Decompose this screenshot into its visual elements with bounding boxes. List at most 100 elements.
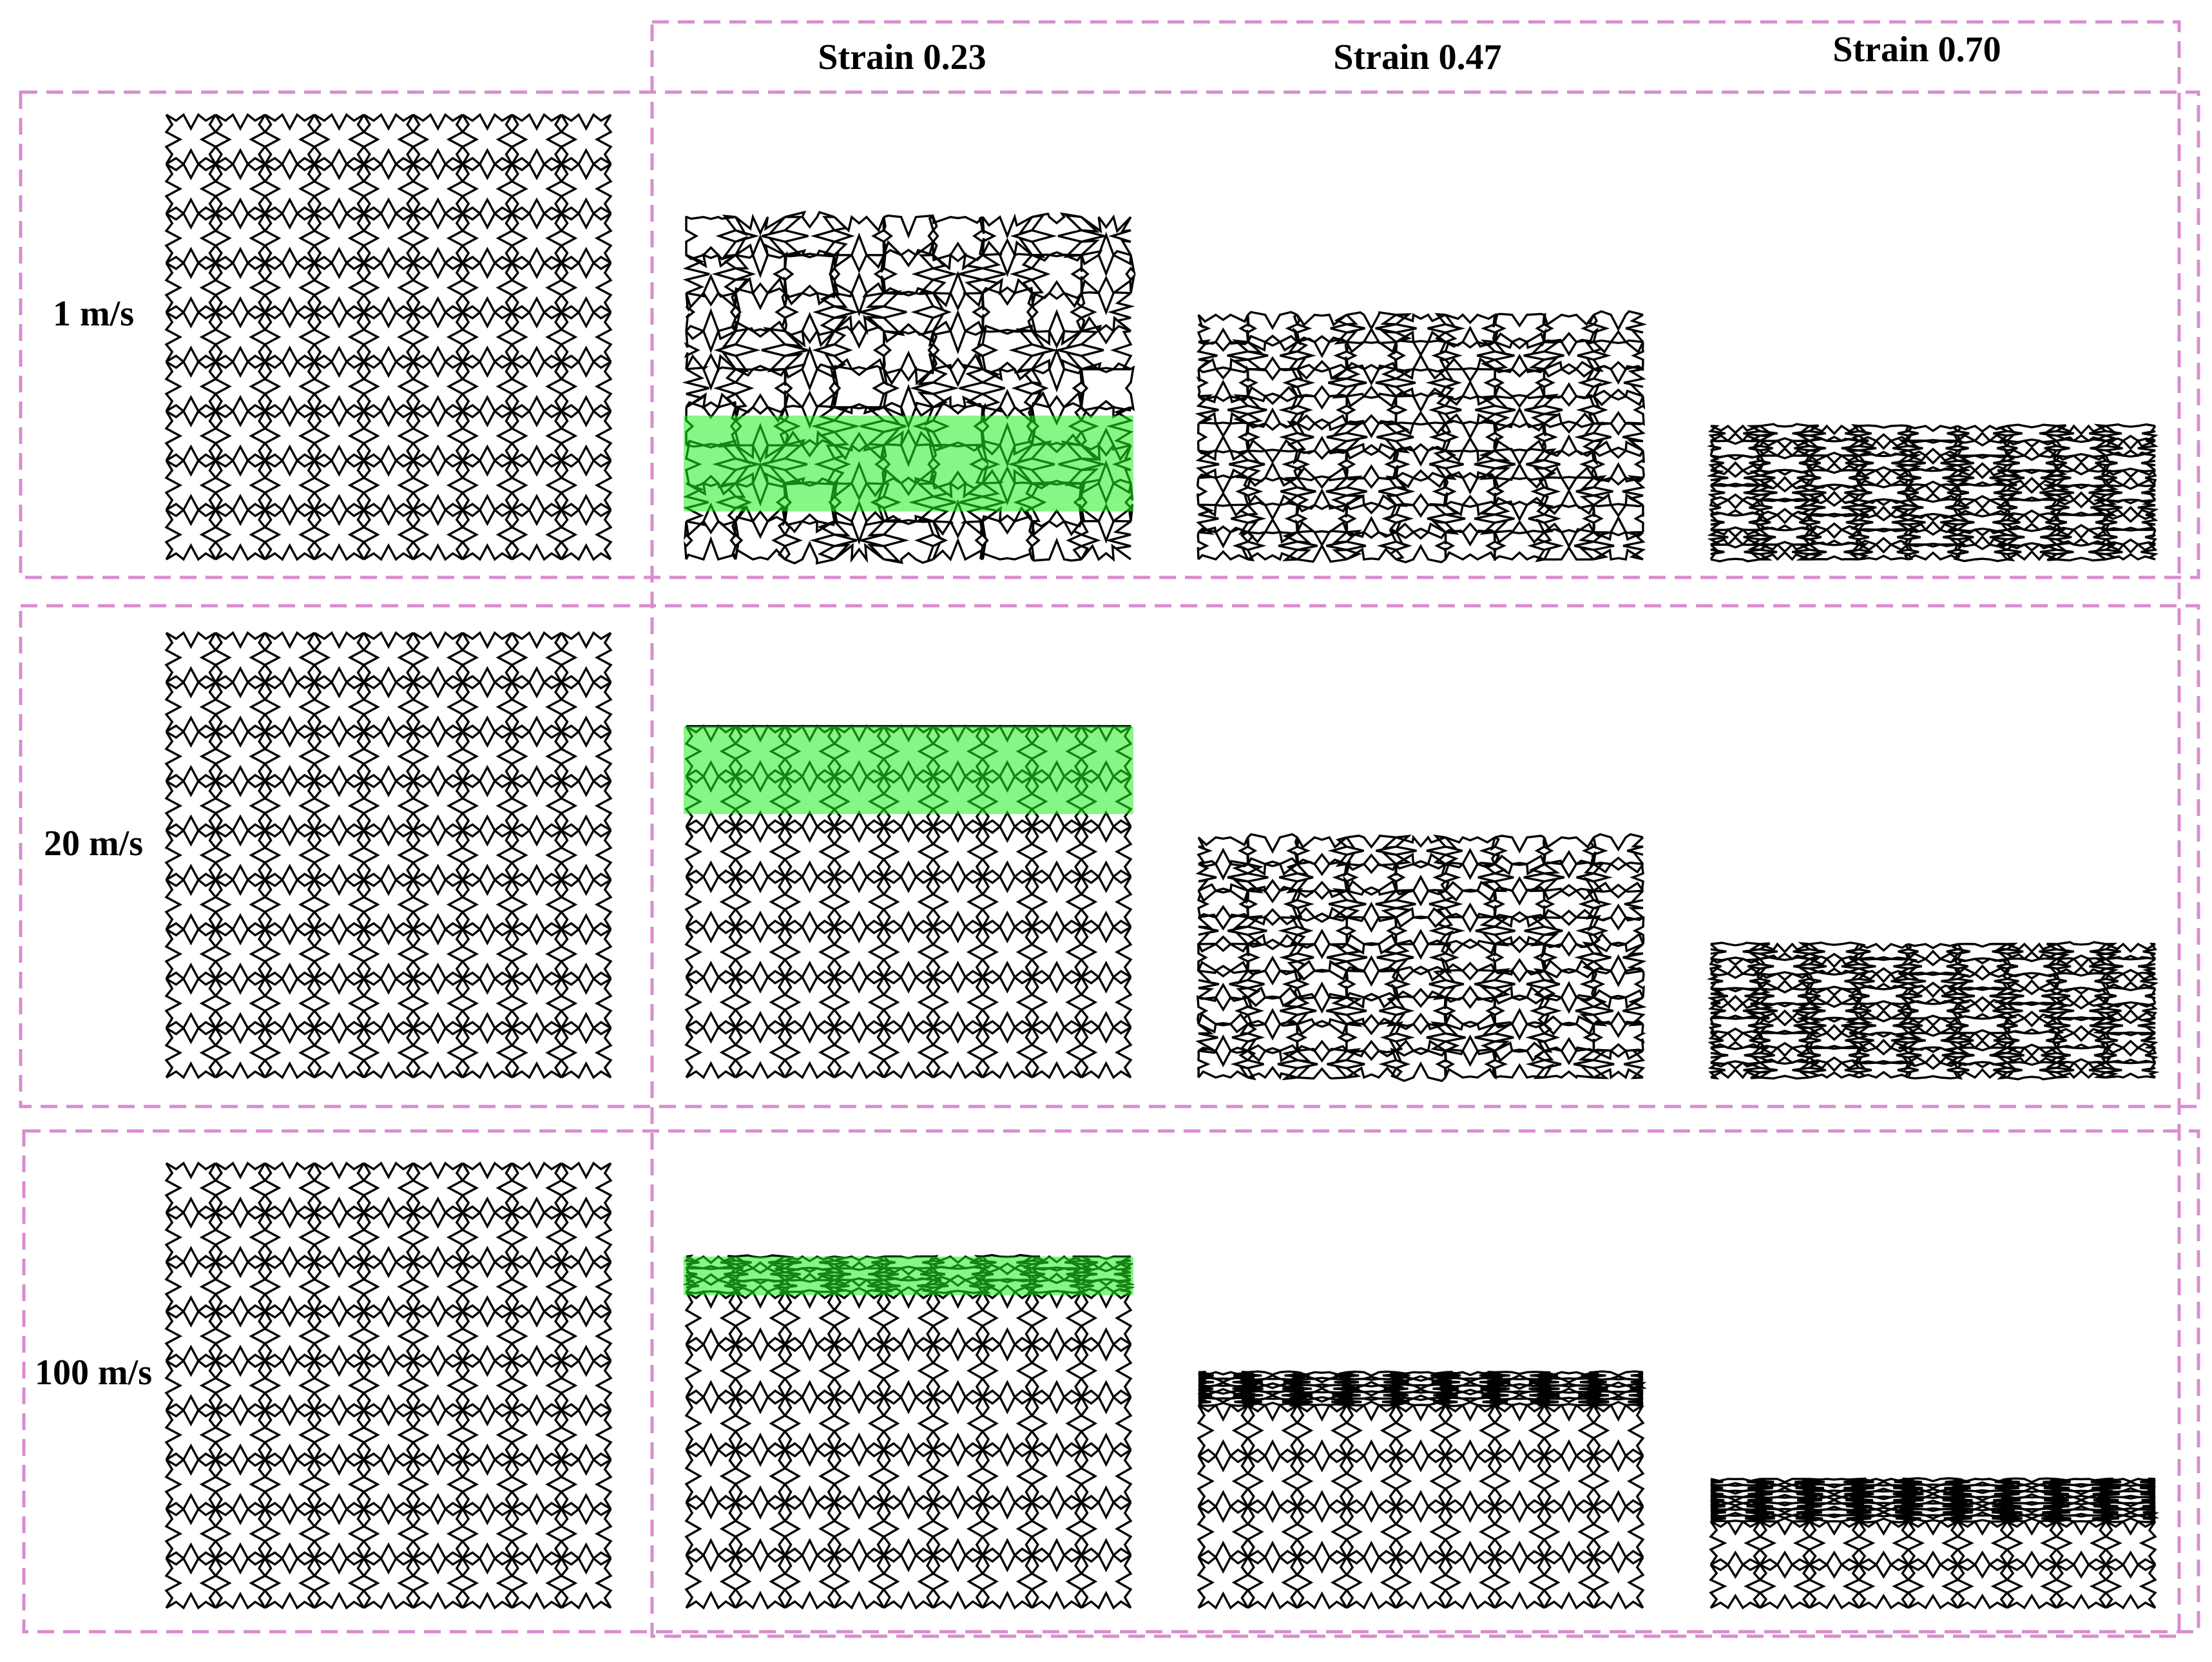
lattice-cell: [1756, 543, 1813, 561]
lattice-cell: [313, 211, 366, 265]
lattice-cell: [411, 211, 465, 265]
lattice-cell: [263, 1458, 316, 1511]
lattice-cell: [263, 211, 316, 265]
lattice-cell: [832, 1025, 886, 1079]
lattice-cell: [1806, 1017, 1863, 1035]
lattice-cell: [1957, 1478, 2008, 1487]
lattice-cell: [164, 459, 218, 512]
lattice-cell: [1957, 1489, 2008, 1498]
lattice-cell: [1443, 1505, 1497, 1560]
lattice-cell: [1493, 1454, 1546, 1509]
lattice-cell: [1443, 1555, 1497, 1610]
lattice-cell: [2005, 497, 2061, 516]
lattice-cell: [1245, 914, 1299, 946]
lattice-cell: [734, 1395, 787, 1452]
lattice-cell: [931, 1395, 985, 1452]
lattice-cell: [1590, 996, 1647, 1027]
lattice-cell: [931, 1025, 985, 1079]
lattice-cell: [510, 409, 563, 463]
lattice-cell: [313, 1211, 366, 1264]
lattice-cell: [931, 825, 985, 879]
lattice-cell: [1906, 1563, 1960, 1610]
lattice-cell: [1759, 1496, 1811, 1505]
densification-band-row-2: [684, 726, 1133, 815]
lattice-cell: [783, 825, 836, 879]
row-label-1-ms: 1 m/s: [53, 294, 134, 334]
lattice-cell: [461, 459, 514, 512]
lattice-cell: [164, 261, 218, 314]
lattice-cell: [1592, 421, 1646, 452]
lattice-cell: [214, 508, 267, 561]
lattice-cell: [1707, 528, 1764, 546]
lattice-cell: [214, 311, 267, 363]
lattice-cell: [164, 1408, 218, 1462]
lattice-cell: [559, 1359, 613, 1412]
lattice-cell: [362, 1309, 415, 1363]
lattice-cell: [214, 409, 267, 463]
lattice-cell: [1245, 365, 1299, 398]
lattice-cell: [684, 825, 738, 879]
lattice-cell: [1808, 469, 1860, 488]
lattice-cell: [313, 977, 366, 1030]
lattice-cell: [1954, 528, 2011, 547]
lattice-cell: [1244, 394, 1300, 429]
lattice-cell: [979, 367, 1034, 413]
lattice-cell: [1491, 968, 1547, 999]
lattice-cell: [981, 1448, 1034, 1505]
lattice-cell: [1494, 1377, 1545, 1387]
lattice-cell: [559, 681, 613, 733]
lattice-cell: [882, 1448, 935, 1505]
lattice-cell: [164, 409, 218, 463]
lattice-cell: [1707, 424, 1764, 443]
lattice-cell: [1444, 993, 1497, 1026]
lattice-cell: [1296, 1384, 1347, 1394]
lattice-cell: [164, 631, 218, 684]
lattice-cell: [362, 730, 415, 783]
lattice-cell: [411, 459, 465, 512]
lattice-cell: [684, 874, 738, 929]
lattice-cell: [1855, 513, 1909, 532]
lattice-cell: [734, 1025, 787, 1079]
lattice-cell: [1443, 313, 1497, 347]
lattice-cell: [362, 1556, 415, 1610]
lattice-cell: [313, 1458, 366, 1511]
lattice-cell: [1759, 1059, 1811, 1080]
lattice-cell: [1809, 1489, 1860, 1499]
lattice-cell: [313, 927, 366, 981]
lattice-cell: [214, 1309, 267, 1363]
lattice-cell: [2105, 423, 2159, 442]
lattice-cell: [214, 261, 267, 314]
lattice-cell: [411, 779, 465, 833]
lattice-cell: [832, 1342, 886, 1399]
lattice-cell: [1707, 1061, 1764, 1080]
lattice-cell: [2055, 972, 2107, 992]
lattice-cell: [1759, 1501, 1811, 1511]
lattice-cell: [1956, 1015, 2008, 1034]
lattice-cell: [1493, 1505, 1546, 1560]
lattice-cell: [1445, 1396, 1496, 1407]
lattice-cell: [362, 459, 415, 512]
lattice-cell: [263, 681, 316, 733]
lattice-cell: [2104, 986, 2157, 1007]
lattice-cell: [2105, 1059, 2160, 1079]
lattice-cell: [461, 1211, 514, 1264]
lattice-cell: [559, 211, 613, 265]
lattice-cell: [981, 1500, 1034, 1557]
lattice-cell: [882, 1500, 935, 1557]
lattice-cell: [1030, 825, 1083, 879]
lattice-cell: [1907, 971, 1962, 990]
lattice-cell: [981, 286, 1037, 333]
lattice-cell: [1031, 367, 1085, 410]
lattice-cell: [461, 977, 514, 1030]
lattice-cell: [1809, 1502, 1860, 1511]
lattice-cell: [1710, 1478, 1761, 1487]
lattice-cell: [731, 287, 787, 333]
lattice-cell: [1759, 987, 1813, 1007]
lattice-cell: [1907, 1032, 1959, 1051]
lattice-cell: [1442, 449, 1499, 480]
lattice-cell: [263, 409, 316, 463]
lattice-cell: [164, 878, 218, 931]
lattice-cell: [461, 927, 514, 981]
lattice-cell: [461, 1458, 514, 1511]
lattice-cell: [1493, 996, 1546, 1029]
